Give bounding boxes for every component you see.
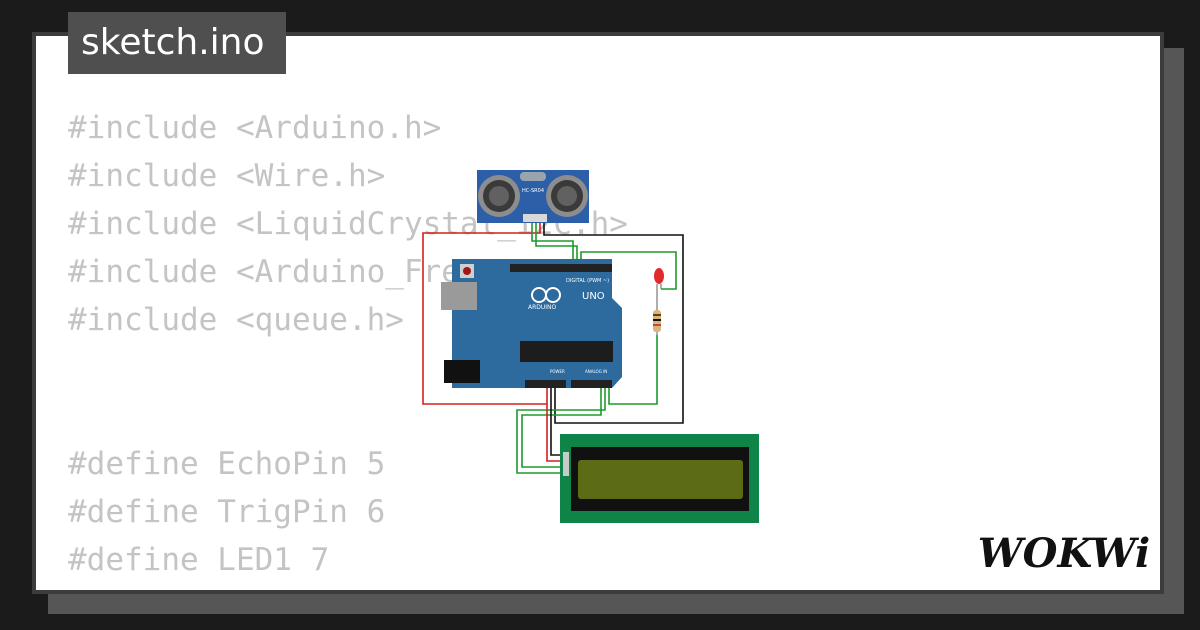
wire-green [608,335,658,405]
code-line: #include <Wire.h> [68,158,386,194]
file-name-tab[interactable]: sketch.ino [68,12,286,74]
arduino-uno-board: UNO ARDUINO DIGITAL (PWM ~) POWER ANALOG… [441,259,622,388]
board-brand-label: ARDUINO [528,304,557,311]
wire-green [521,386,602,468]
code-line: #define TrigPin 6 [68,494,386,530]
code-line: #include <queue.h> [68,302,404,338]
resistor [653,296,661,335]
wire-green [531,220,574,262]
red-led [654,268,664,296]
wokwi-logo[interactable]: WOKWi [975,525,1153,577]
analog-pins-label: ANALOG IN [585,369,607,374]
ultrasonic-sensor: HC-SR04 [477,170,589,223]
power-pins-label: POWER [550,369,565,374]
code-line: #include <Arduino.h> [68,110,442,146]
code-line: #define EchoPin 5 [68,446,386,482]
svg-text:WOKWi: WOKWi [978,530,1151,577]
wire-red [546,404,564,462]
sensor-label: HC-SR04 [522,188,544,194]
lcd-display [560,434,759,523]
wire-black [543,220,684,424]
code-line: #define LED1 7 [68,542,330,578]
wire-green [535,220,578,262]
wire-green [580,251,677,290]
board-model-label: UNO [582,291,605,302]
wire-green [516,386,606,474]
wire-black [550,386,564,456]
wire-red [422,220,548,405]
digital-pins-label: DIGITAL (PWM ~) [566,278,609,284]
